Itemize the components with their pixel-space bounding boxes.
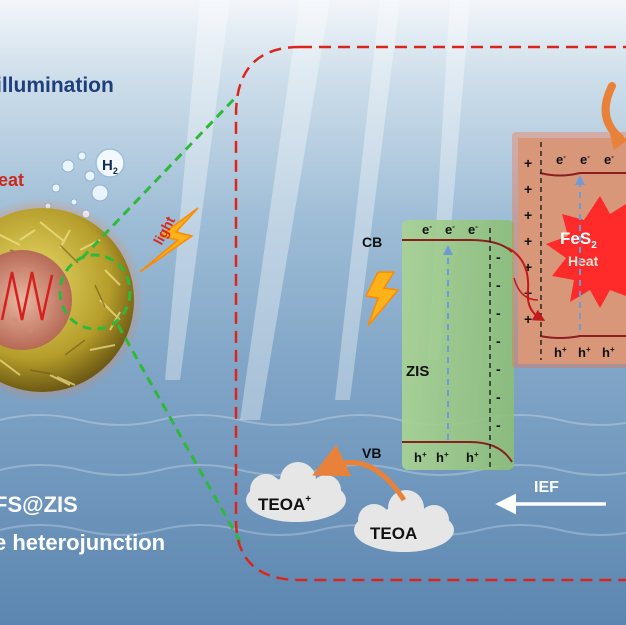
svg-text:+: + (524, 207, 532, 223)
svg-text:-: - (496, 249, 501, 265)
svg-text:+: + (524, 233, 532, 249)
heat-label-left: eat (0, 170, 24, 190)
svg-text:-: - (496, 305, 501, 321)
svg-text:-: - (496, 333, 501, 349)
heat-label-right: Heat (568, 253, 599, 269)
teoa-plus-label: TEOA+ (258, 494, 311, 514)
svg-text:+: + (524, 311, 532, 327)
svg-text:-: - (496, 389, 501, 405)
svg-text:+: + (524, 155, 532, 171)
zis-label: ZIS (406, 363, 429, 380)
svg-text:-: - (496, 277, 501, 293)
teoa-label: TEOA (370, 524, 417, 543)
ief-label: IEF (534, 479, 559, 496)
svg-text:+: + (524, 181, 532, 197)
vb-label: VB (362, 445, 381, 461)
fs-zis-label: FS@ZIS (0, 492, 78, 517)
heterojunction-label: e heterojunction (0, 530, 165, 555)
svg-text:-: - (496, 361, 501, 377)
svg-text:-: - (496, 417, 501, 433)
cb-label: CB (362, 234, 382, 250)
illumination-label: illumination (0, 74, 114, 97)
